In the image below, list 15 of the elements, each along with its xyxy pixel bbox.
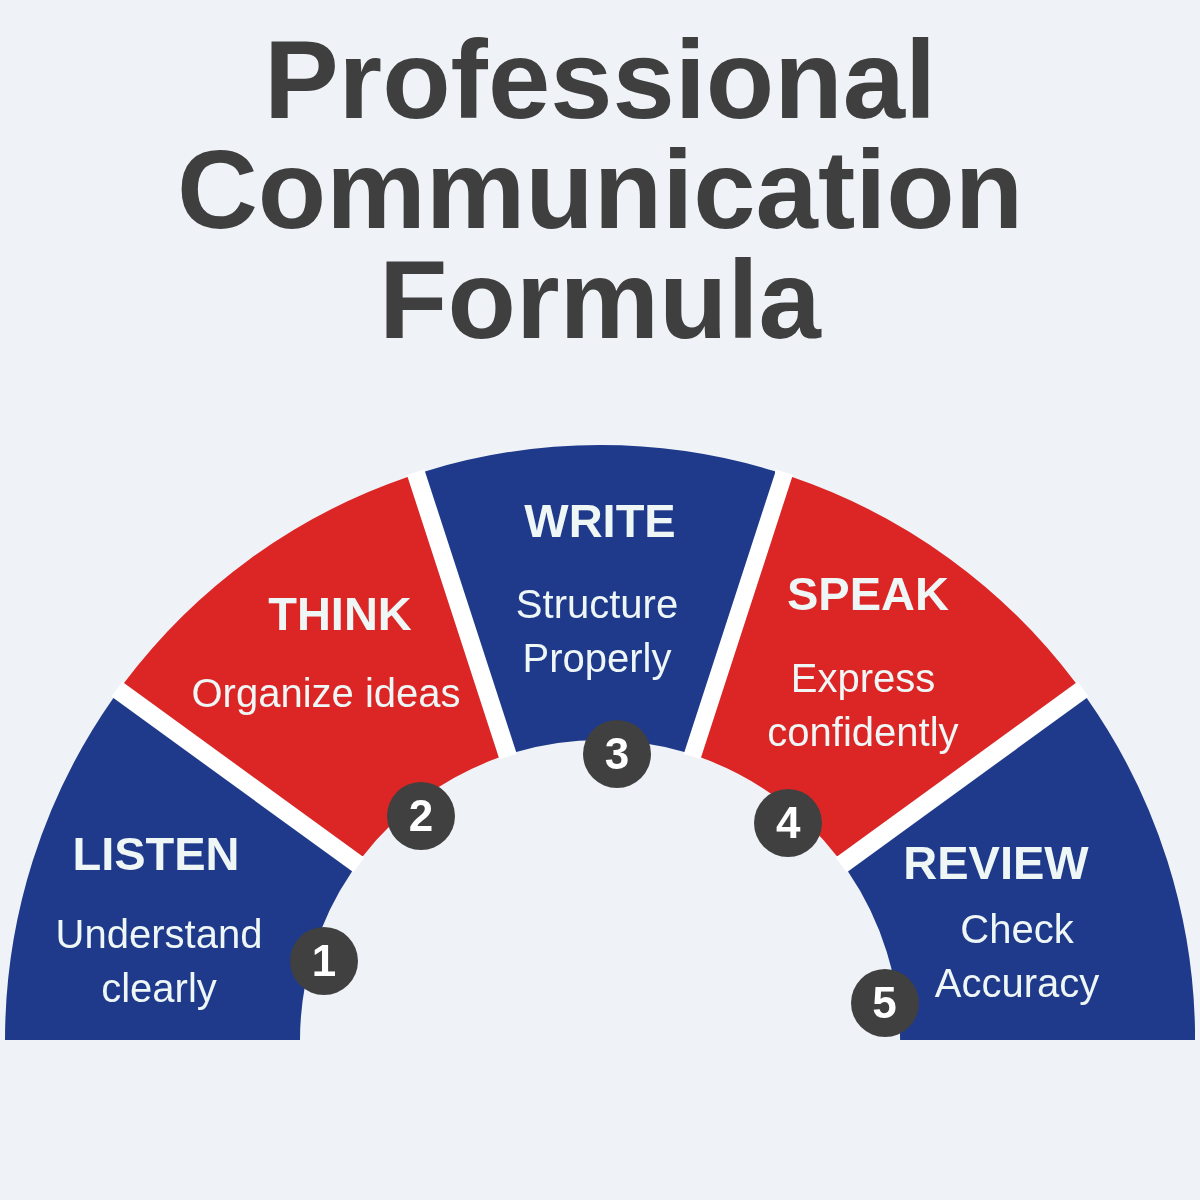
step-number-badge: 1 [290, 926, 359, 995]
title: Professional Communication Formula [176, 25, 1024, 355]
segment-heading: SPEAK [787, 566, 949, 621]
step-number-badge: 5 [850, 969, 919, 1038]
step-number-badge: 2 [386, 781, 455, 850]
segment-heading: THINK [268, 586, 412, 641]
segment-description: Structure Properly [515, 581, 679, 682]
segment-heading: LISTEN [72, 826, 240, 881]
segment-description: Organize ideas [191, 670, 461, 717]
segment-heading: REVIEW [903, 835, 1089, 890]
segment-heading: WRITE [524, 494, 676, 548]
segment-description: Check Accuracy [934, 906, 1100, 1007]
segment-description: Understand clearly [55, 911, 263, 1012]
segment-description: Express confidently [767, 655, 959, 756]
step-number-badge: 4 [754, 789, 823, 858]
